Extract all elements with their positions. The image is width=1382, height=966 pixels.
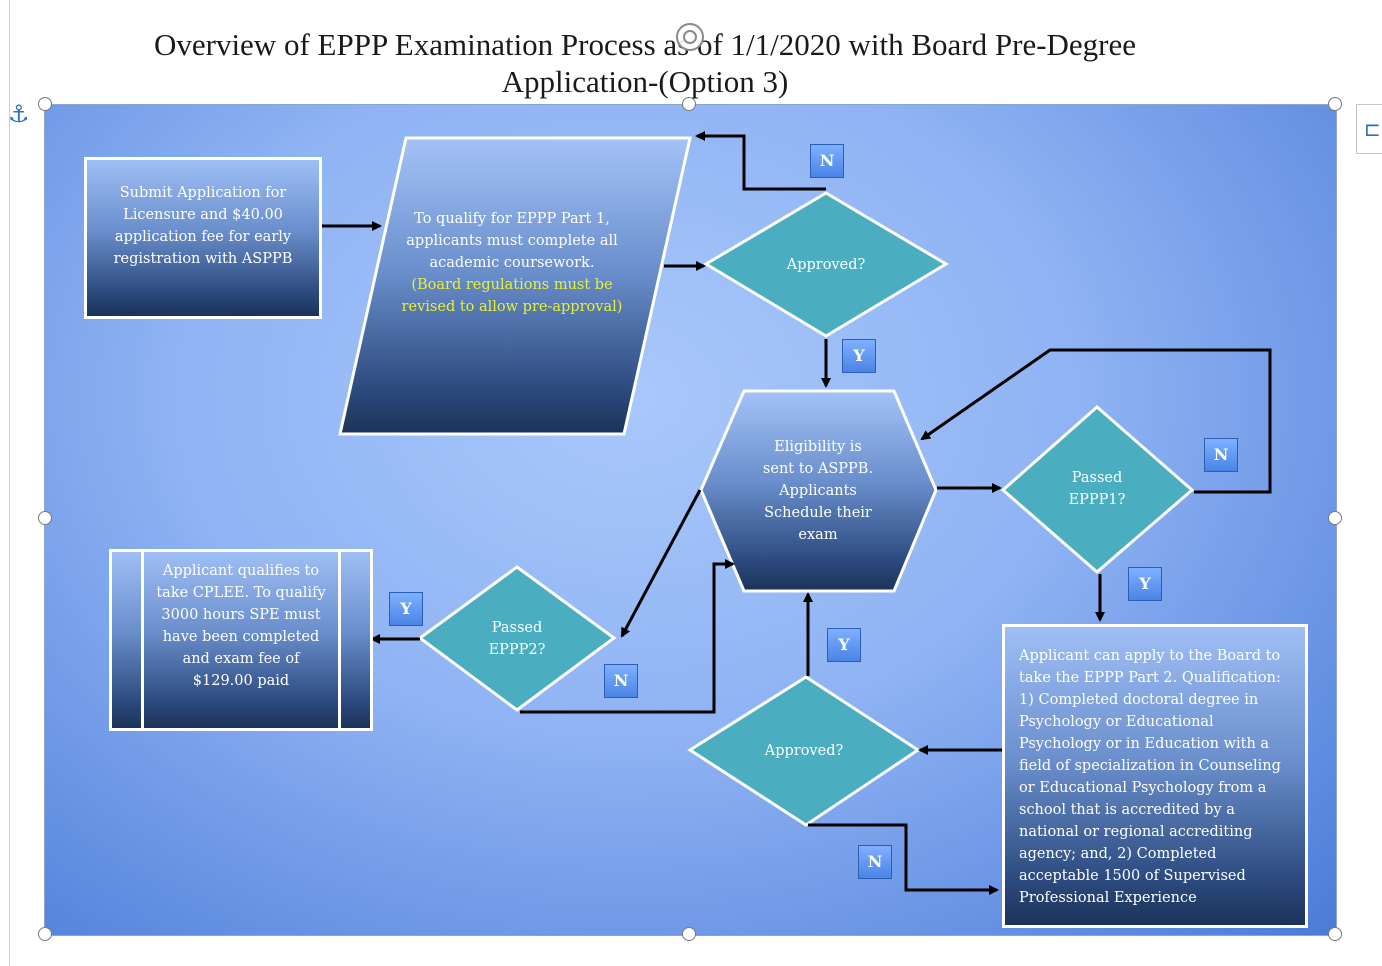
part2-qualification-box: Applicant can apply to the Board to take…	[1002, 624, 1308, 928]
resize-handle-top-center[interactable]	[682, 97, 696, 111]
passed2-label: Passed EPPP2?	[488, 620, 546, 658]
qualify-note-text: (Board regulations must be revised to al…	[401, 277, 623, 315]
cplee-box: Applicant qualifies to take CPLEE. To qu…	[109, 549, 373, 731]
resize-handle-top-right[interactable]	[1328, 97, 1342, 111]
resize-handle-middle-right[interactable]	[1328, 511, 1342, 525]
cplee-text: Applicant qualifies to take CPLEE. To qu…	[156, 563, 326, 689]
diagram-title-line1: Overview of EPPP Examination Process as …	[153, 27, 1137, 62]
passed1-label: Passed EPPP1?	[1068, 470, 1126, 508]
passed2-yes-badge: Y	[389, 592, 423, 626]
passed1-no-badge: N	[1204, 438, 1238, 472]
submit-application-box: Submit Application for Licensure and $40…	[84, 157, 322, 319]
resize-handle-bottom-right[interactable]	[1328, 927, 1342, 941]
resize-handle-middle-left[interactable]	[38, 511, 52, 525]
eligibility-text: Eligibility is sent to ASPPB. Applicants…	[762, 439, 874, 543]
qualify-main-text: To qualify for EPPP Part 1, applicants m…	[406, 211, 618, 271]
passed1-yes-badge: Y	[1128, 567, 1162, 601]
qualify-parallelogram	[338, 136, 692, 436]
part2-text: Applicant can apply to the Board to take…	[1019, 648, 1281, 906]
approved-bottom-yes-badge: Y	[827, 628, 861, 662]
rotate-handle-icon[interactable]	[676, 23, 704, 51]
resize-handle-top-left[interactable]	[38, 97, 52, 111]
cplee-box-right-bar	[338, 552, 341, 728]
approved-bottom-label: Approved?	[764, 743, 844, 759]
approved-top-no-badge: N	[810, 144, 844, 178]
qualify-text-block: To qualify for EPPP Part 1, applicants m…	[398, 208, 626, 318]
anchor-icon[interactable]: ⚓	[8, 100, 30, 128]
passed2-no-badge: N	[604, 664, 638, 698]
approved-top-yes-badge: Y	[842, 339, 876, 373]
diagram-title-line2: Application-(Option 3)	[501, 64, 789, 99]
passed2-diamond	[417, 565, 617, 712]
cplee-box-left-bar	[141, 552, 144, 728]
approved-top-label: Approved?	[786, 257, 866, 273]
page-margin-line	[9, 0, 10, 966]
layout-options-icon[interactable]: ⊏	[1356, 104, 1382, 154]
approved-bottom-no-badge: N	[858, 845, 892, 879]
resize-handle-bottom-center[interactable]	[682, 927, 696, 941]
passed1-diamond	[1000, 405, 1195, 574]
approved-top-diamond	[703, 191, 949, 338]
approved-bottom-diamond	[687, 675, 921, 827]
eligibility-hexagon	[699, 389, 938, 593]
resize-handle-bottom-left[interactable]	[38, 927, 52, 941]
submit-application-text: Submit Application for Licensure and $40…	[113, 185, 293, 267]
